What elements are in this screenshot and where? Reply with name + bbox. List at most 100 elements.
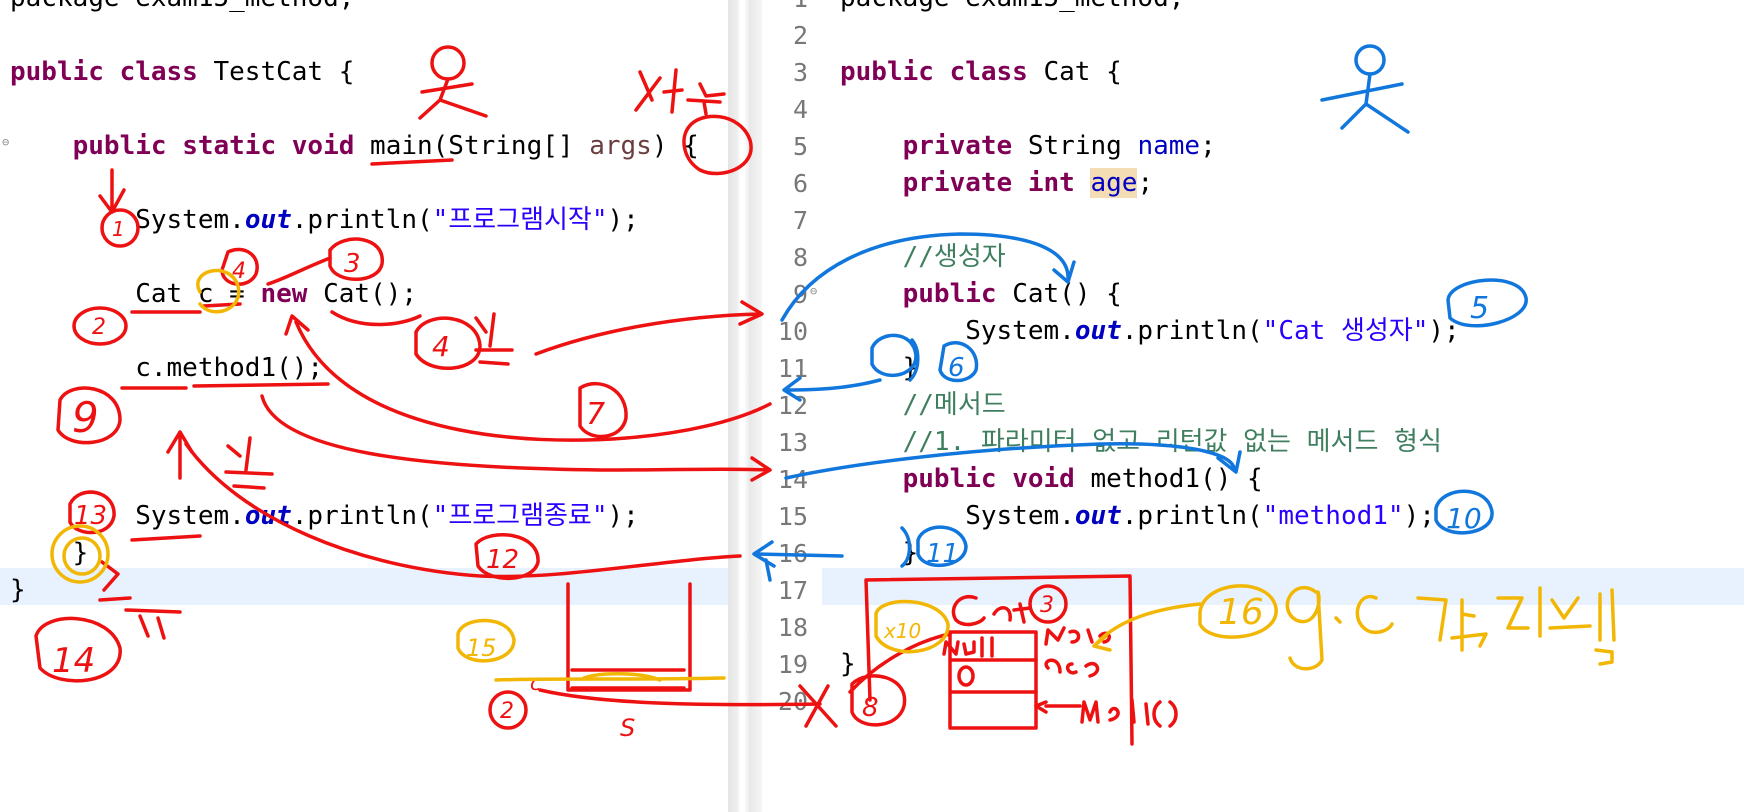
line-number: 20 — [777, 687, 808, 716]
code-token: .println( — [1121, 316, 1263, 346]
code-line[interactable]: } — [10, 572, 26, 609]
code-line[interactable]: Cat c = new Cat(); — [10, 276, 417, 313]
code-token: ); — [607, 205, 639, 235]
code-token: "프로그램시작" — [432, 205, 608, 235]
line-number: 12 — [777, 391, 808, 420]
line-number: 5 — [792, 132, 808, 161]
code-token — [840, 427, 903, 457]
code-line[interactable]: //메서드 — [840, 387, 1006, 424]
line-number: 9 — [792, 280, 808, 309]
fold-marker-icon[interactable]: ⊖ — [810, 284, 818, 298]
code-line[interactable]: //생성자 — [840, 239, 1006, 276]
code-token: public static void — [72, 131, 355, 161]
line-number: 1 — [762, 0, 808, 17]
code-line[interactable]: public static void main(String[] args) { — [10, 128, 699, 165]
line-number: 8 — [792, 243, 808, 272]
code-token: "프로그램종료" — [432, 501, 608, 531]
line-number-ruler: 1234567891011121314151617181920 — [762, 0, 820, 812]
code-line[interactable]: package exam15_method; — [10, 0, 354, 17]
line-number: 10 — [777, 317, 808, 346]
code-token: TestCat — [197, 57, 339, 87]
code-line[interactable]: c.method1(); — [10, 350, 323, 387]
code-token — [1075, 168, 1091, 198]
code-line[interactable]: } — [840, 535, 919, 572]
code-token: Cat(); — [307, 279, 417, 309]
code-token: public class — [10, 57, 198, 87]
code-line[interactable]: System.out.println("method1"); — [840, 498, 1435, 535]
code-token: private int — [902, 168, 1075, 198]
code-line[interactable]: public void method1() { — [840, 461, 1263, 498]
line-number: 11 — [777, 354, 808, 383]
code-token: out — [1074, 501, 1122, 531]
code-token: public — [902, 279, 997, 309]
fold-marker-icon[interactable]: ⊖ — [2, 135, 10, 149]
code-token: System. — [840, 316, 1075, 346]
code-token: out — [1074, 316, 1122, 346]
code-token: } — [840, 538, 919, 568]
code-token: Cat { — [1027, 57, 1122, 87]
code-token: ; — [1200, 131, 1216, 161]
code-token: new — [260, 279, 308, 309]
editor-splitter[interactable] — [728, 0, 762, 812]
code-line[interactable]: private String name; — [840, 128, 1216, 165]
code-line[interactable]: public class Cat { — [840, 54, 1122, 91]
code-token — [10, 131, 73, 161]
code-line[interactable]: System.out.println("프로그램시작"); — [10, 202, 639, 239]
code-token — [840, 390, 903, 420]
code-token — [840, 464, 903, 494]
code-line[interactable]: } — [840, 350, 919, 387]
code-token: .println( — [1121, 501, 1263, 531]
code-token: System. — [10, 205, 245, 235]
code-token: System. — [840, 501, 1075, 531]
code-token: c.method1(); — [10, 353, 324, 383]
editor-cat[interactable]: 1234567891011121314151617181920 package … — [762, 0, 1744, 812]
code-token: ); — [1403, 501, 1435, 531]
line-number: 2 — [792, 21, 808, 50]
code-token: package exam15_method; — [10, 0, 354, 13]
code-token: "method1" — [1262, 501, 1404, 531]
line-number: 7 — [792, 206, 808, 235]
code-token: .println( — [291, 501, 433, 531]
code-line[interactable]: //1. 파라미터 없고 리턴값 없는 메서드 형식 — [840, 424, 1442, 461]
code-token: public void — [902, 464, 1075, 494]
code-line[interactable]: System.out.println("Cat 생성자"); — [840, 313, 1459, 350]
line-number: 4 — [792, 95, 808, 124]
code-token: out — [244, 205, 292, 235]
code-token: "Cat 생성자" — [1262, 316, 1429, 346]
code-token: } — [840, 353, 919, 383]
code-token: Cat() { — [996, 279, 1122, 309]
code-token: main(String[] — [354, 131, 590, 161]
code-token — [840, 131, 903, 161]
code-token: .println( — [291, 205, 433, 235]
code-token: ); — [607, 501, 639, 531]
code-token: String — [1012, 131, 1138, 161]
code-token: public class — [840, 57, 1028, 87]
line-number: 13 — [777, 428, 808, 457]
code-token — [840, 279, 903, 309]
code-line[interactable]: public class TestCat { — [10, 54, 354, 91]
code-line[interactable]: private int age; — [840, 165, 1153, 202]
code-token: System. — [10, 501, 245, 531]
editor-testcat[interactable]: package exam15_method;public class TestC… — [0, 0, 728, 812]
line-number: 14 — [777, 465, 808, 494]
code-token: age — [1090, 168, 1138, 198]
code-line[interactable]: package exam15_method; — [840, 0, 1184, 17]
code-token: private — [902, 131, 1013, 161]
code-line[interactable]: } — [840, 646, 856, 683]
code-token: package exam15_method; — [840, 0, 1184, 13]
code-line[interactable]: } — [10, 535, 89, 572]
current-line-highlight — [822, 568, 1744, 605]
code-token: } — [10, 575, 26, 605]
code-token: Cat c = — [10, 279, 261, 309]
line-number: 6 — [792, 169, 808, 198]
code-token: //1. 파라미터 없고 리턴값 없는 메서드 형식 — [902, 427, 1442, 457]
code-token: //메서드 — [902, 390, 1006, 420]
code-token: ) { — [651, 131, 699, 161]
code-line[interactable]: public Cat() { — [840, 276, 1122, 313]
code-line[interactable]: System.out.println("프로그램종료"); — [10, 498, 639, 535]
code-token: } — [840, 649, 856, 679]
current-line-highlight — [0, 568, 728, 605]
code-token: name — [1137, 131, 1201, 161]
code-token: out — [244, 501, 292, 531]
code-token: args — [589, 131, 652, 161]
